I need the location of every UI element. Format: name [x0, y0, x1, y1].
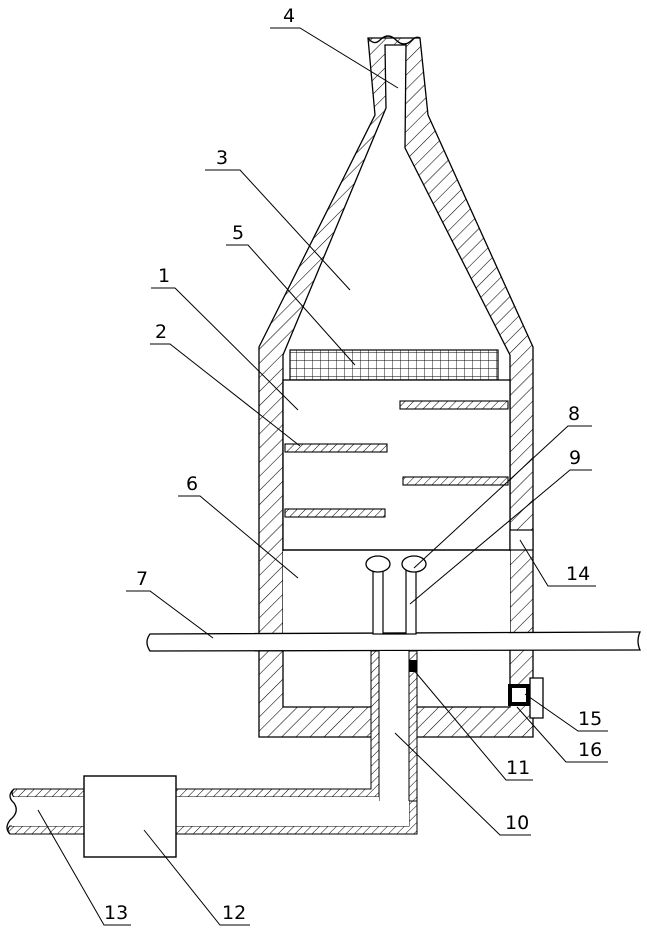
feed-pipe-passage — [9, 797, 409, 826]
burner-head-right — [402, 556, 426, 572]
valve-ring — [409, 660, 417, 672]
callout-2: 2 — [155, 321, 167, 343]
callout-1: 1 — [158, 265, 170, 287]
central-tube-cavity — [379, 651, 409, 801]
burner-head-left — [366, 556, 390, 572]
baffle-plate — [285, 444, 387, 452]
filter-layer — [290, 350, 498, 380]
sensor-box — [530, 678, 543, 718]
callout-14: 14 — [566, 563, 590, 585]
side-port — [510, 530, 533, 550]
callout-9: 9 — [569, 447, 581, 469]
callout-4: 4 — [283, 5, 295, 27]
callout-6: 6 — [186, 473, 198, 495]
sensor-mount-inner — [512, 688, 526, 702]
callout-7: 7 — [136, 568, 148, 590]
callout-13: 13 — [104, 902, 128, 924]
callout-8: 8 — [568, 403, 580, 425]
callout-3: 3 — [216, 147, 228, 169]
nozzle-pipe-left — [373, 570, 383, 634]
callout-10: 10 — [505, 812, 529, 834]
horizontal-pipe — [147, 632, 640, 651]
combustion-chamber — [283, 551, 510, 634]
callout-5: 5 — [232, 222, 244, 244]
callout-16: 16 — [578, 739, 602, 761]
nozzle-pipe-right — [406, 570, 416, 634]
baffle-plate — [403, 477, 508, 485]
baffle-plate — [285, 509, 385, 517]
callout-15: 15 — [578, 708, 602, 730]
callout-11: 11 — [506, 757, 530, 779]
blower-box — [84, 776, 176, 857]
baffle-plate — [400, 401, 508, 409]
callout-12: 12 — [222, 902, 246, 924]
